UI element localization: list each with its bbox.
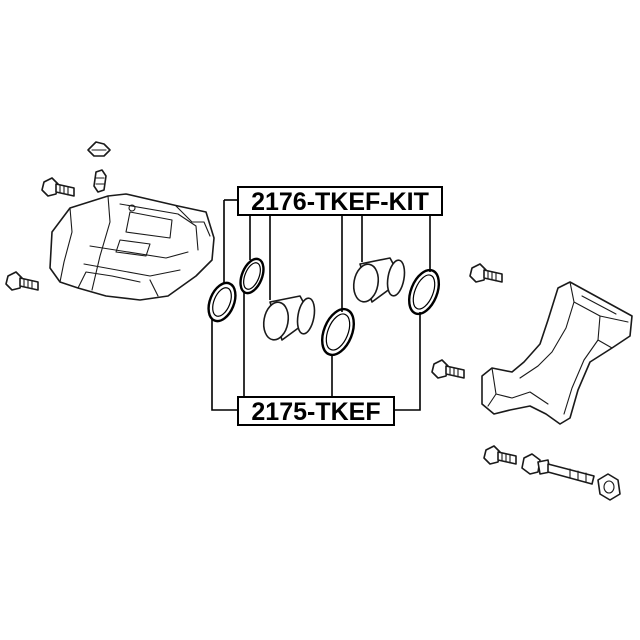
- seal-kit-label-text: 2175-TKEF: [251, 398, 380, 426]
- caliper-bracket: [481, 281, 633, 425]
- kit-label-text: 2176-TKEF-KIT: [251, 188, 429, 216]
- leader-lines-kit: [223, 199, 431, 312]
- bracket-bolt-upper: [469, 263, 503, 283]
- bleeder-screw: [93, 169, 107, 193]
- seal-kit-label: 2175-TKEF: [237, 396, 395, 426]
- bracket-bolt-lower: [483, 445, 517, 465]
- bleeder-cap: [87, 141, 111, 157]
- caliper-bolt-upper: [41, 177, 75, 197]
- dust-boot-center: [321, 307, 355, 357]
- guide-pin: [521, 453, 595, 485]
- leader-lines-seal-kit: [211, 292, 421, 411]
- piston-left: [262, 295, 316, 341]
- guide-pin-boot: [597, 473, 621, 501]
- bracket-bolt-middle: [431, 359, 465, 379]
- dust-boot-right: [407, 268, 441, 316]
- piston-seal-left: [239, 257, 265, 295]
- kit-label: 2176-TKEF-KIT: [237, 186, 443, 216]
- dust-boot-left: [207, 281, 237, 323]
- piston-right: [352, 257, 406, 303]
- caliper-housing: [49, 193, 215, 301]
- caliper-bolt-lower: [5, 271, 39, 291]
